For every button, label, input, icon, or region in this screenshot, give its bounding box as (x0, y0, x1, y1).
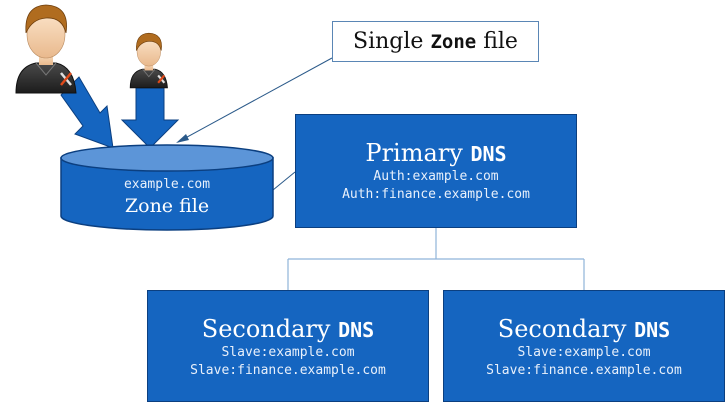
single-zone-file-callout: Single Zone file (332, 21, 539, 62)
zone-file-domain: example.com (123, 177, 211, 192)
secondary-title-prefix: Secondary (201, 315, 339, 343)
secondary-title-keyword: DNS (634, 318, 671, 342)
primary-auth-line: Auth:example.com (373, 169, 499, 184)
secondary-slave-line: Slave:finance.example.com (190, 363, 386, 378)
secondary-title-prefix: Secondary (497, 315, 635, 343)
secondary-slave-line: Slave:example.com (221, 345, 355, 360)
secondary-dns-title: Secondary DNS (148, 315, 428, 344)
callout-suffix: file (476, 29, 518, 54)
secondary-dns-box: Secondary DNS Slave:example.com Slave:fi… (443, 290, 725, 402)
secondary-slave-line: Slave:example.com (517, 345, 651, 360)
admin-user-icon (15, 4, 77, 94)
secondary-slave-line: Slave:finance.example.com (486, 363, 682, 378)
primary-auth-line: Auth:finance.example.com (342, 187, 530, 202)
secondary-title-keyword: DNS (338, 318, 375, 342)
callout-keyword: Zone (430, 31, 477, 53)
callout-line (177, 57, 333, 143)
primary-dns-title: Primary DNS (296, 139, 576, 168)
left-user-arrow (60, 76, 114, 149)
zone-file-text: example.com Zone file (62, 176, 272, 218)
secondary-dns-box: Secondary DNS Slave:example.com Slave:fi… (147, 290, 429, 402)
zone-file-cylinder (60, 144, 274, 231)
zone-to-primary-line (272, 171, 296, 191)
secondary-dns-title: Secondary DNS (444, 315, 724, 344)
right-user-arrow (120, 87, 180, 149)
primary-title-keyword: DNS (470, 142, 507, 166)
admin-user-icon (129, 32, 168, 89)
callout-prefix: Single (353, 29, 431, 54)
callout-arrowhead (176, 134, 189, 143)
zone-file-label: Zone file (124, 195, 210, 217)
primary-title-prefix: Primary (365, 139, 471, 167)
primary-dns-box: Primary DNS Auth:example.com Auth:financ… (295, 114, 577, 228)
